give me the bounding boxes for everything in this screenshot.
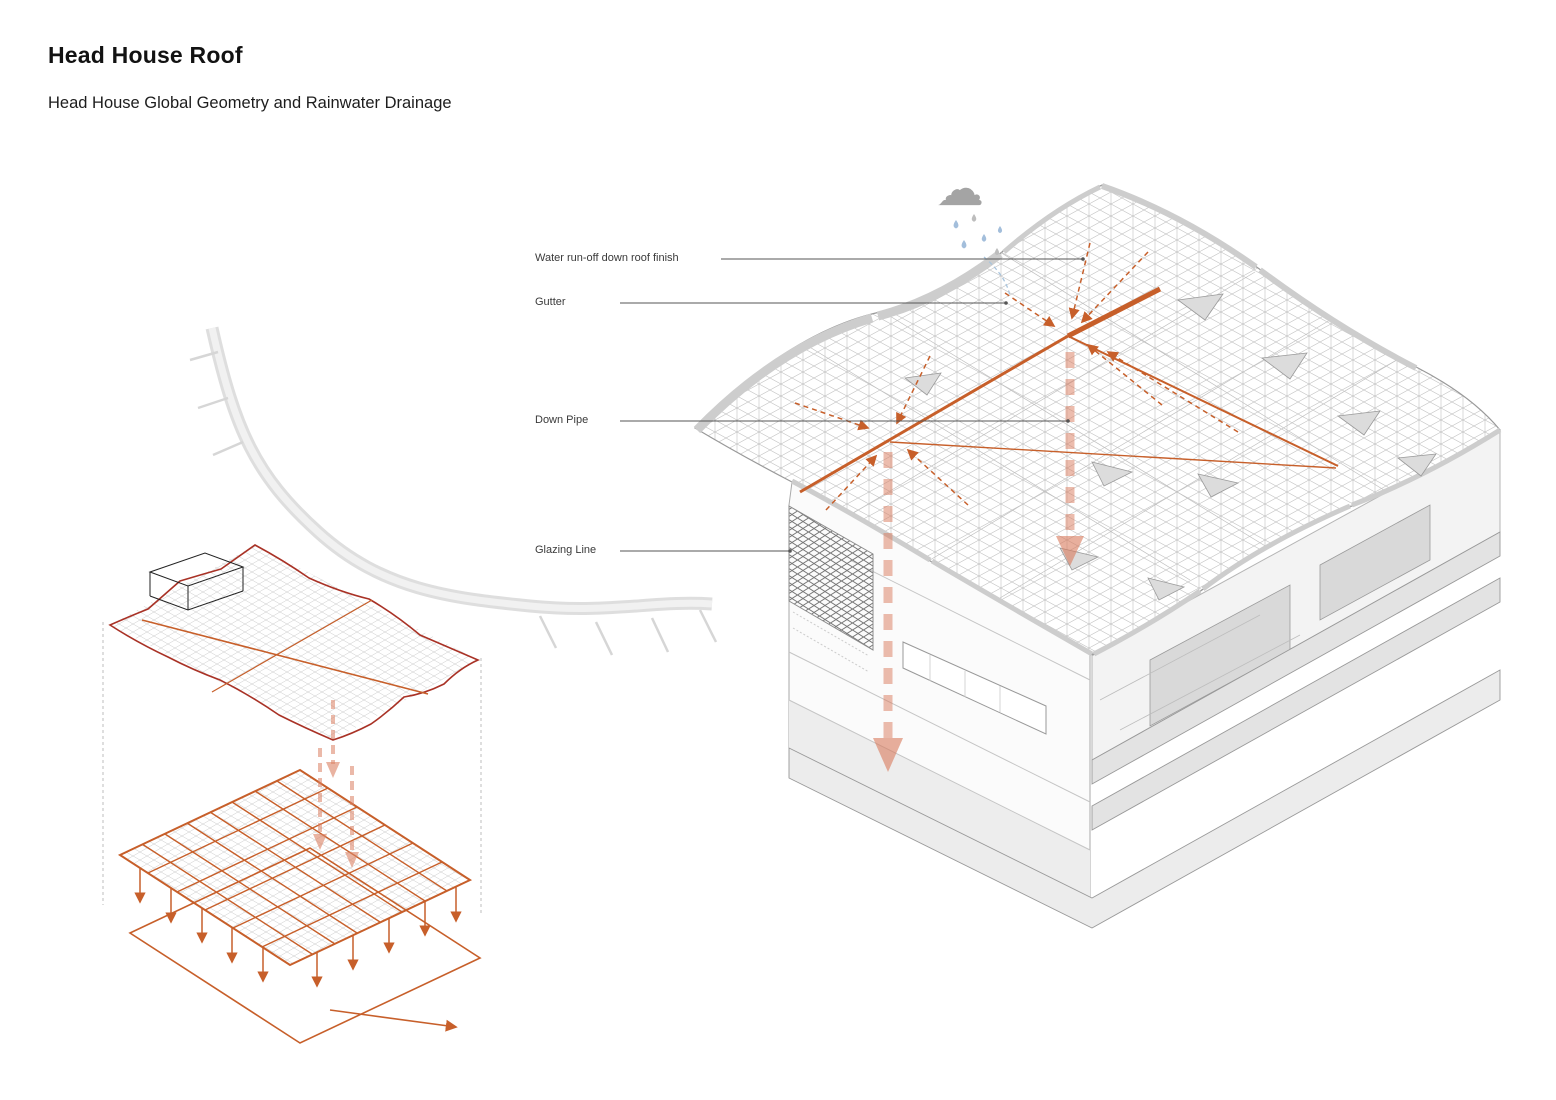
glazing-lattice-panel: [788, 505, 874, 651]
leader-lines: [620, 257, 1085, 553]
roof-plan-gutter-lines: [141, 599, 429, 695]
louver-lines: [792, 611, 870, 673]
page-subtitle: Head House Global Geometry and Rainwater…: [48, 94, 452, 112]
down-pipe-dashed-salmon: [313, 700, 359, 868]
callout-water-runoff: Water run-off down roof finish: [535, 252, 679, 264]
ground-drainage-outline: [128, 847, 482, 1044]
gridshell-roof: [693, 183, 1502, 657]
building-body: [788, 429, 1501, 929]
roof-plan-isometric: [108, 544, 480, 741]
base-slabs: [788, 531, 1501, 929]
rain-flow-line: [983, 256, 1011, 297]
down-pipe-arrows: [134, 868, 462, 988]
main-building-axon: [693, 183, 1502, 929]
escalator-treads: [929, 655, 1001, 712]
escalator-wedge: [902, 641, 1047, 735]
roof-plan-red-outline: [108, 544, 480, 741]
water-flow-dashed-arrows: [794, 242, 1239, 511]
exploded-drainage-grid: [117, 700, 482, 1044]
mezzanine-band: [789, 700, 1090, 898]
down-pipes-main: [873, 352, 1084, 772]
detail-extent-box: [148, 552, 245, 611]
callout-down-pipe: Down Pipe: [535, 414, 589, 426]
site-plan-piers: [189, 350, 718, 656]
projection-lines: [102, 622, 482, 915]
callout-glazing-line: Glazing Line: [535, 544, 597, 556]
page-title: Head House Roof: [48, 42, 243, 68]
ground-drainage-exit-arrow: [329, 1009, 458, 1032]
rain-drops: [953, 214, 1003, 256]
floor-lines: [788, 559, 1091, 851]
rain-cloud-icon: ☁: [936, 163, 984, 216]
callout-gutter: Gutter: [535, 296, 566, 308]
site-plan-faint: [189, 326, 718, 656]
